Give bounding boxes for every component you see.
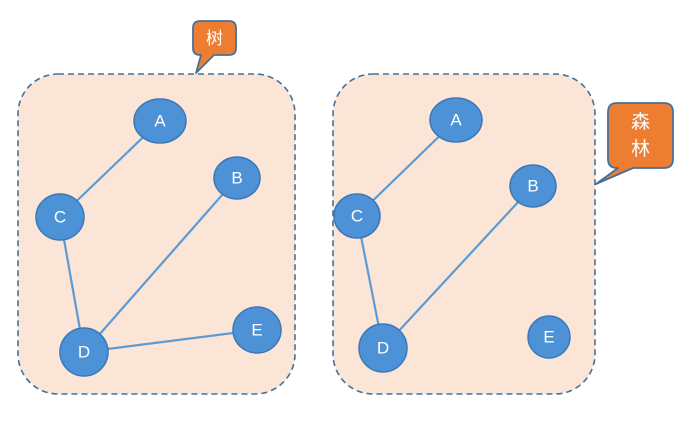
forest-graph-node-A [429, 97, 483, 143]
tree-callout: 树 [192, 20, 237, 74]
forest-node-label-B: B [527, 177, 538, 196]
forest-callout-text: 林 [631, 138, 650, 160]
forest-callout: 森林 [595, 102, 674, 185]
forest-node-label-C: C [351, 207, 363, 226]
tree-edge-D-E [83, 328, 258, 354]
tree-node-label-D: D [78, 343, 90, 362]
tree-node-label-A: A [154, 112, 166, 131]
forest-node-label-E: E [543, 328, 554, 347]
forest-callout-bubble [595, 102, 674, 185]
tree-edge-D-B [83, 177, 238, 353]
tree-node-label-B: B [231, 169, 242, 188]
forest-panel: A B C D E [332, 73, 596, 395]
tree-graph-node-E [232, 306, 282, 354]
tree-node-label-E: E [251, 321, 262, 340]
tree-graph-node-C [35, 193, 85, 241]
forest-panel-boundary [332, 73, 596, 395]
forest-node-label-D: D [377, 339, 389, 358]
forest-edge-D-B [382, 185, 534, 349]
forest-node-label-A: A [450, 111, 462, 130]
tree-panel: A B C D E [17, 73, 296, 395]
tree-node-label-C: C [54, 208, 66, 227]
forest-graph-node-B [509, 164, 557, 208]
tree-callout-text: 树 [206, 29, 223, 49]
tree-callout-bubble [192, 20, 237, 74]
tree-graph-node-D [59, 327, 109, 377]
forest-graph-node-E [527, 315, 571, 359]
forest-callout-text: 森 [631, 111, 650, 133]
forest-graph-node-D [358, 323, 408, 373]
tree-panel-boundary [17, 73, 296, 395]
tree-graph-node-A [133, 98, 187, 144]
tree-graph-node-B [213, 156, 261, 200]
forest-graph-node-C [333, 193, 381, 239]
